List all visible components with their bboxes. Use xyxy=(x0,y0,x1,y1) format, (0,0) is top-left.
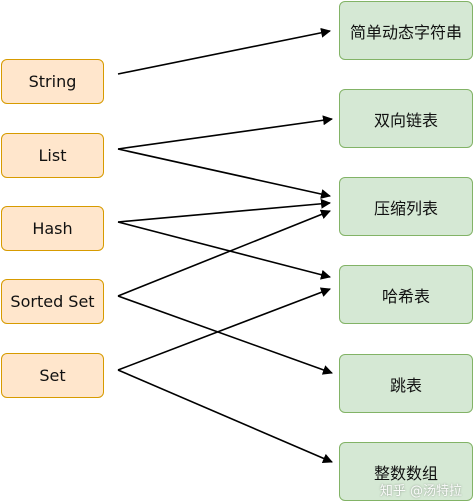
arrow-string-to-sds xyxy=(117,27,331,75)
encoding-box-ziplist: 压缩列表 xyxy=(339,177,473,236)
arrow-list-to-ziplist xyxy=(117,148,331,199)
encoding-label-skiplist: 跳表 xyxy=(389,375,422,395)
arrow-hash-to-hashtable xyxy=(117,221,331,280)
type-label-list: List xyxy=(38,146,67,165)
arrow-set-to-intset xyxy=(117,369,333,464)
arrow-sortedset-to-skiplist xyxy=(117,295,333,375)
encoding-box-intset: 整数数组 xyxy=(339,442,473,501)
arrow-list-to-linkedlist xyxy=(117,115,333,150)
encoding-label-hashtable: 哈希表 xyxy=(381,286,430,306)
arrow-sortedset-to-ziplist xyxy=(117,209,331,297)
arrow-hash-to-ziplist xyxy=(117,198,331,223)
type-box-hash: Hash xyxy=(1,206,104,251)
type-box-list: List xyxy=(1,133,104,178)
encoding-box-sds: 简单动态字符串 xyxy=(339,1,473,60)
connection-arrows xyxy=(117,27,333,464)
encoding-box-skiplist: 跳表 xyxy=(339,354,473,413)
encoding-label-linkedlist: 双向链表 xyxy=(373,110,438,130)
encoding-label-sds: 简单动态字符串 xyxy=(349,22,462,42)
watermark: 知乎 @汤特拉 xyxy=(379,484,462,499)
encoding-box-linkedlist: 双向链表 xyxy=(339,89,473,148)
type-label-set: Set xyxy=(39,366,66,385)
type-box-sortedset: Sorted Set xyxy=(1,279,104,324)
encoding-box-hashtable: 哈希表 xyxy=(339,265,473,324)
encoding-label-intset: 整数数组 xyxy=(373,463,438,483)
encoding-label-ziplist: 压缩列表 xyxy=(373,198,438,218)
arrow-set-to-hashtable xyxy=(117,287,331,371)
type-box-set: Set xyxy=(1,353,104,398)
type-label-string: String xyxy=(28,72,77,91)
type-label-sortedset: Sorted Set xyxy=(10,292,95,311)
type-label-hash: Hash xyxy=(32,219,73,238)
type-box-string: String xyxy=(1,59,104,104)
